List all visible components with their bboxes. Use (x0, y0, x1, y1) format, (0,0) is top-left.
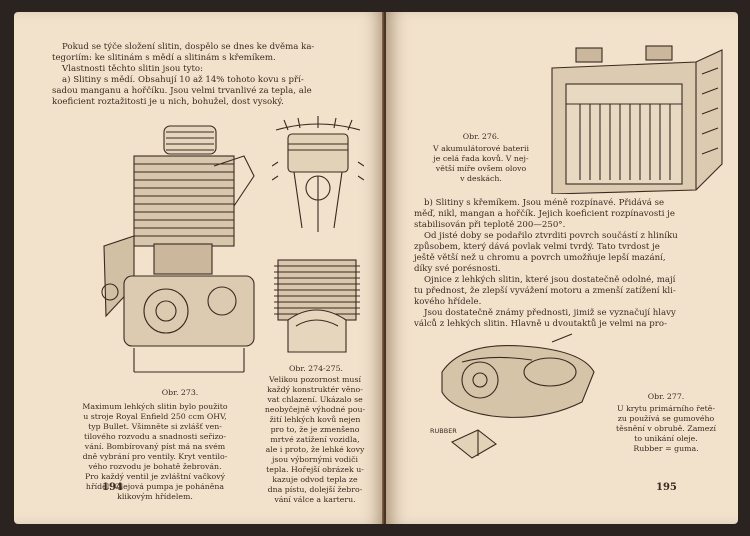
text-line: Vlastnosti těchto slitin jsou tyto: (62, 64, 203, 74)
caption-line: žití lehkých kovů nejen (269, 415, 361, 424)
fig-276-label: Obr. 276. (462, 132, 500, 141)
text-line: b) Slitiny s křemíkem. Jsou méně rozpína… (424, 198, 665, 208)
text-line: způsobem, který dává povlak velmi tvrdý.… (414, 242, 660, 252)
text-line: tu přednost, že zlepší vyvážení motoru a… (414, 286, 676, 296)
caption-line: Velikou pozornost musí (269, 375, 361, 384)
engine-illustration (94, 116, 264, 378)
caption-line: každý konstruktér věno- (267, 385, 363, 394)
caption-line: U krytu primárního řetě- (617, 404, 715, 413)
caption-line: Pro každý ventil je zvláštní vačkový (84, 472, 226, 481)
text-line: válců z lehkých slitin. Hlavně u dvoutak… (414, 319, 667, 329)
caption-line: vání. Bombírovaný píst má na svém (84, 442, 226, 451)
book-gutter (382, 12, 388, 524)
rubber-tag: RUBBER (430, 427, 457, 435)
text-line: tegoriím: ke slitinám s mědí a slitinám … (52, 53, 276, 63)
caption-line: dna pístu, dolejší žebro- (267, 485, 363, 494)
battery-illustration (546, 44, 726, 194)
caption-line: pro to, že je zmenšeno (270, 425, 360, 434)
caption-line: tilového rozvodu a snadnosti seřizo- (83, 432, 227, 441)
caption-line: dně vybrání pro ventily. Kryt ventilo- (82, 452, 228, 461)
caption-line: ale i proto, že lehké kovy (265, 445, 365, 454)
caption-line: u stroje Royal Enfield 250 ccm OHV, (83, 412, 227, 421)
chain-cover-illustration (432, 332, 602, 482)
caption-line: to unikání oleje. (634, 434, 698, 443)
text-line: ještě větší než u chromu a povrch umožňu… (414, 253, 666, 263)
text-line: koeficient roztažitosti je u nich, bohuž… (52, 97, 284, 107)
caption-line: hřídel. Olejová pumpa je poháněna (85, 482, 225, 491)
caption-line: jsou výbornými vodiči (271, 455, 359, 464)
caption-line: vat chlazení. Ukázalo se (267, 395, 363, 404)
fig-274-caption: Velikou pozornost musí každý konstruktér… (260, 375, 370, 505)
left-page: Pokud se týče složení slitin, dospělo se… (14, 12, 384, 524)
caption-line: větší míře ovšem olovo (435, 164, 527, 173)
fig-273-label: Obr. 273. (161, 388, 199, 397)
fig-276-caption: V akumulátorové baterii je celá řada kov… (408, 144, 554, 184)
caption-line: tepla. Hořejší obrázek u- (266, 465, 364, 474)
page-number-right: 195 (656, 482, 677, 493)
caption-line: neobyčejně výhodné pou- (264, 405, 366, 414)
fig-274-label: Obr. 274-275. (288, 364, 344, 373)
text-line: stabilisován při teplotě 200—250°. (414, 220, 566, 230)
text-line: Jsou dostatečně známy přednosti, jimiž s… (424, 308, 676, 318)
text-line: Od jisté doby se podařilo ztvrditi povrc… (424, 231, 678, 241)
caption-line: Maximum lehkých slitin bylo použito (82, 402, 228, 411)
text-line: díky své porésnosti. (414, 264, 501, 274)
fig-277-label: Obr. 277. (647, 392, 685, 401)
caption-line: typ Bullet. Všimněte si zvlášť ven- (88, 422, 222, 431)
right-body-text: b) Slitiny s křemíkem. Jsou méně rozpína… (414, 198, 722, 330)
left-intro-text: Pokud se týče složení slitin, dospělo se… (52, 42, 352, 108)
caption-line: vého rozvodu je bohatě žebrován. (88, 462, 222, 471)
text-line: kového hřídele. (414, 297, 482, 307)
caption-line: zu používá se gumového (617, 414, 715, 423)
caption-line: je celá řada kovů. V nej- (433, 154, 529, 163)
caption-line: vání válce a karteru. (274, 495, 356, 504)
right-page: Obr. 276. V akumulátorové baterii je cel… (386, 12, 738, 524)
fig-273-caption: Maximum lehkých slitin bylo použito u st… (52, 402, 258, 502)
text-line: Ojnice z lehkých slitin, které jsou dost… (424, 275, 676, 285)
piston-illustration (272, 116, 364, 234)
caption-line: v deskách. (460, 174, 502, 183)
text-line: sadou manganu a hořčíku. Jsou velmi trva… (52, 86, 312, 96)
text-line: a) Slitiny s mědí. Obsahují 10 až 14% to… (62, 75, 304, 85)
caption-line: mrtvé zatížení vozidla, (270, 435, 360, 444)
text-line: Pokud se týče složení slitin, dospělo se… (62, 42, 315, 52)
caption-line: Rubber = guma. (633, 444, 699, 453)
caption-line: V akumulátorové baterii (433, 144, 529, 153)
text-line: měď, nikl, mangan a hořčík. Jejich koefi… (414, 209, 675, 219)
caption-line: těsnění v obrubě. Zamezí (616, 424, 716, 433)
cylinder-fins-illustration (270, 256, 364, 356)
fig-277-caption: U krytu primárního řetě- zu používá se g… (600, 404, 732, 454)
caption-line: kazuje odvod tepla ze (272, 475, 358, 484)
caption-line: klikovým hřídelem. (117, 492, 193, 501)
page-number-left: 194 (102, 482, 123, 493)
